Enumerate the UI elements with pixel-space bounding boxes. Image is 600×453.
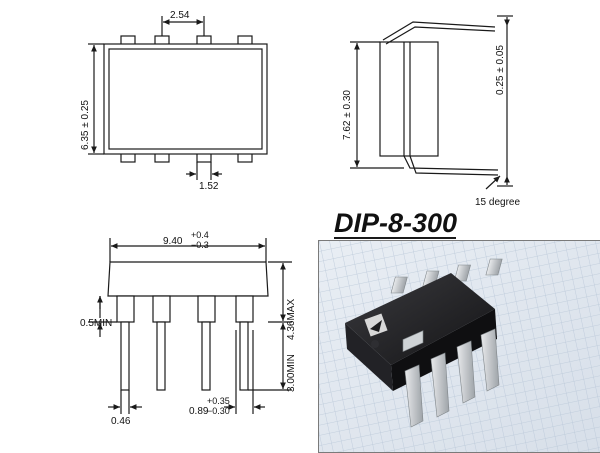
wide-lead-minus: −0.30 bbox=[207, 406, 230, 416]
row-spacing-label: 7.62 ± 0.30 bbox=[342, 90, 353, 140]
wide-lead-main: 0.89 bbox=[189, 406, 209, 417]
lead-angle-label: 15 degree bbox=[475, 197, 520, 208]
package-title: DIP-8-300 bbox=[334, 208, 457, 238]
front-pins bbox=[402, 328, 500, 428]
front-body bbox=[107, 261, 269, 297]
lead-thickness-label: 0.25 ± 0.05 bbox=[495, 45, 506, 95]
pitch-label: 2.54 bbox=[170, 10, 190, 21]
lead-length-label: 3.00MIN bbox=[286, 354, 297, 392]
body-length-minus: −0.3 bbox=[191, 240, 209, 250]
front-lead bbox=[120, 321, 130, 391]
front-view bbox=[88, 238, 292, 414]
lead-width-label: 1.52 bbox=[199, 181, 219, 192]
side-body bbox=[379, 41, 439, 157]
chip-photo bbox=[318, 240, 600, 453]
body-length-label: 9.40 bbox=[163, 236, 183, 247]
thin-lead-width-label: 0.46 bbox=[111, 416, 131, 427]
top-body-inner bbox=[108, 48, 263, 150]
front-lead bbox=[201, 321, 211, 391]
height-max-label: 4.36MAX bbox=[286, 299, 297, 340]
wide-lead-plus: +0.35 bbox=[207, 396, 230, 406]
seating-min-label: 0.5MIN bbox=[80, 318, 112, 329]
side-view bbox=[350, 15, 513, 190]
top-view bbox=[88, 16, 268, 180]
top-body-outer bbox=[103, 43, 268, 155]
front-lead bbox=[156, 321, 166, 391]
body-length-plus: +0.4 bbox=[191, 230, 209, 240]
front-lead bbox=[239, 321, 249, 391]
body-width-label: 6.35 ± 0.25 bbox=[80, 100, 91, 150]
